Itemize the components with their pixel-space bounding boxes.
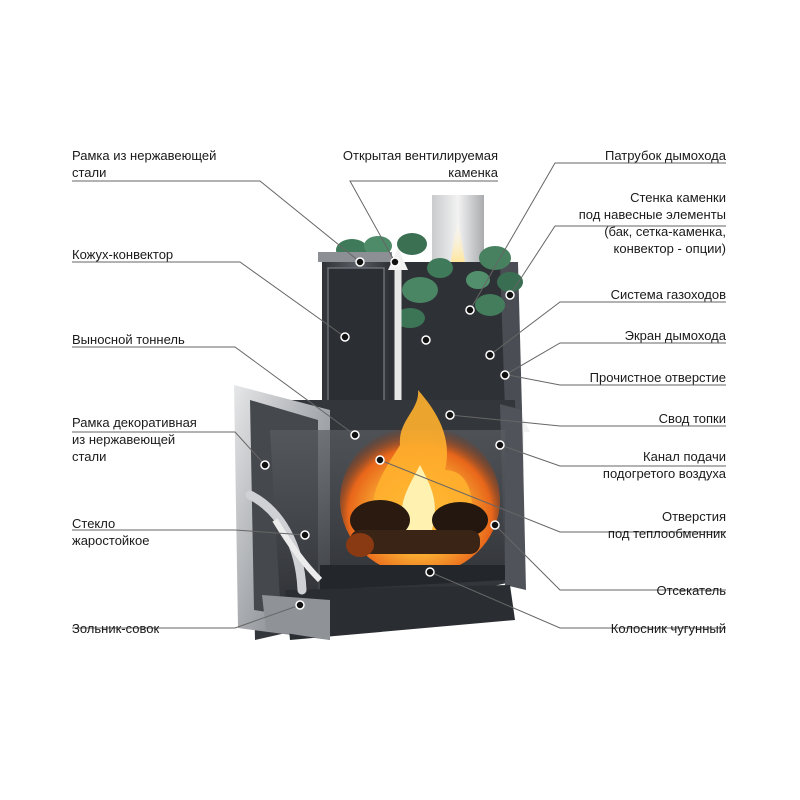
stones <box>336 233 523 328</box>
label-clean-hole: Прочистное отверстие <box>589 370 726 385</box>
label-ash-pan: Зольник-совок <box>72 621 160 636</box>
label-flue-pipe: Патрубок дымохода <box>604 148 726 163</box>
casing-front <box>327 267 385 417</box>
grate <box>320 565 505 590</box>
casing-top <box>318 252 392 262</box>
label-grate: Колосник чугунный <box>610 621 726 636</box>
label-flue-screen: Экран дымохода <box>624 328 726 343</box>
ash-pan <box>285 585 515 640</box>
flame-core <box>401 465 435 530</box>
ash-pan-front <box>262 595 330 640</box>
label-cutoff: Отсекатель <box>656 583 726 598</box>
flame-main <box>372 390 473 540</box>
logs <box>346 500 488 557</box>
marker-dots <box>260 257 515 610</box>
label-casing: Кожух-конвектор <box>72 247 174 262</box>
label-firebox-arch: Свод топки <box>658 411 726 426</box>
label-gas-system: Система газоходов <box>610 287 726 302</box>
leader-lines <box>72 162 726 629</box>
door-handle <box>245 490 307 595</box>
firebox-right-side <box>500 404 526 590</box>
label-tunnel: Выносной тоннель <box>72 332 185 347</box>
air-arrow-bottom <box>272 518 323 583</box>
